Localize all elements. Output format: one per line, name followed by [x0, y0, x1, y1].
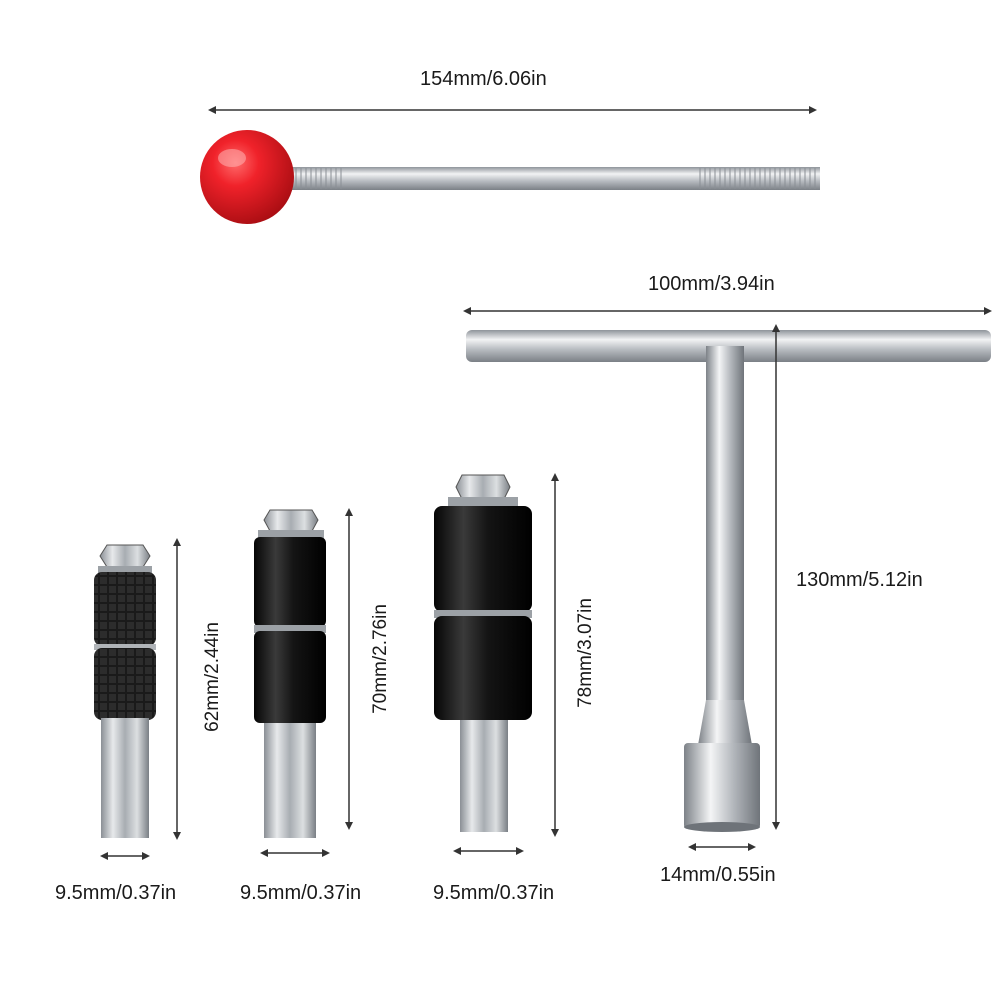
extension-bit-70mm — [254, 508, 353, 857]
bit1-length-label: 62mm/2.44in — [202, 622, 223, 732]
rod-thread — [295, 168, 816, 189]
tbar-width-label: 100mm/3.94in — [648, 273, 775, 295]
bit2-width-label: 9.5mm/0.37in — [240, 882, 362, 904]
bit2-length-label: 70mm/2.76in — [370, 604, 391, 714]
bit3-width-label: 9.5mm/0.37in — [433, 882, 555, 904]
rod-length-label: 154mm/6.06in — [420, 68, 547, 90]
tbar-height-label: 130mm/5.12in — [796, 569, 923, 591]
extension-bit-62mm — [94, 538, 181, 860]
t-bar-wrench — [463, 307, 992, 851]
extension-bit-78mm — [434, 473, 559, 855]
knob-rod — [200, 106, 820, 224]
red-knob — [200, 130, 294, 224]
bit3-length-label: 78mm/3.07in — [575, 598, 596, 708]
tbar-socket-label: 14mm/0.55in — [660, 864, 776, 886]
bit1-width-label: 9.5mm/0.37in — [55, 882, 177, 904]
